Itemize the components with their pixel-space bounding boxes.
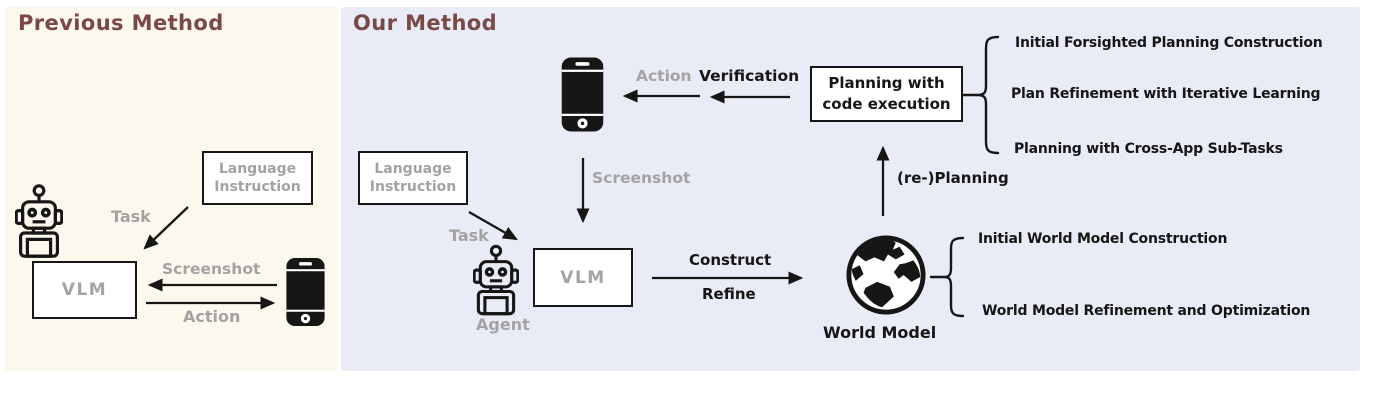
planning-item-1: Initial Forsighted Planning Construction [1015,35,1323,51]
action-label-prev: Action [183,307,241,326]
construct-label: Construct [689,251,772,269]
smartphone-icon-our [560,56,605,133]
previous-method-title: Previous Method [18,11,224,35]
smartphone-icon-prev [285,256,326,328]
agent-label: Agent [476,315,530,334]
vlm-box-prev: VLM [32,261,137,319]
robot-icon-prev [15,183,63,259]
language-instruction-box-our: Language Instruction [358,151,468,205]
world-model-item-2: World Model Refinement and Optimization [982,303,1311,319]
language-instruction-box-prev: Language Instruction [202,151,313,205]
planning-item-2: Plan Refinement with Iterative Learning [1011,86,1321,102]
planning-box-line2: code execution [822,95,951,113]
verification-label: Verification [699,67,800,85]
screenshot-label-prev: Screenshot [162,260,261,278]
language-instruction-label-our: Language Instruction [369,160,457,195]
screenshot-label-our: Screenshot [592,169,691,187]
vlm-label-prev: VLM [61,280,108,300]
task-label-prev: Task [111,207,151,226]
world-model-item-1: Initial World Model Construction [978,231,1228,247]
language-instruction-label-prev: Language Instruction [214,160,301,195]
replanning-label: (re-)Planning [897,169,1009,187]
refine-label: Refine [702,285,756,303]
world-model-label: World Model [823,323,937,342]
planning-box-line1: Planning with [828,74,945,92]
planning-code-execution-box: Planning with code execution [810,66,963,122]
vlm-label-our: VLM [560,267,606,288]
our-method-title: Our Method [353,11,498,35]
vlm-box-our: VLM [533,248,633,307]
world-globe-icon [845,234,927,316]
action-label-our: Action [636,67,692,85]
robot-icon-agent [473,244,519,316]
task-label-our: Task [449,226,489,245]
planning-item-3: Planning with Cross-App Sub-Tasks [1014,141,1283,157]
